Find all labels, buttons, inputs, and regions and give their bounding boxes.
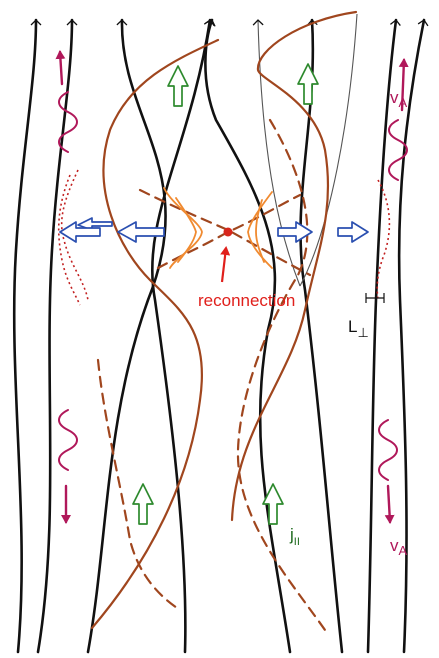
field-line-left-1 — [14, 20, 36, 652]
field-line-center-3 — [205, 20, 290, 652]
alfven-arrow-left-up — [60, 52, 62, 84]
boundary-speckles — [59, 170, 390, 305]
current-lines — [92, 12, 356, 628]
current-arrow-bottom-left — [133, 484, 153, 524]
l-perp-label: L⊥ — [348, 317, 369, 340]
field-line-thin-2 — [300, 14, 357, 286]
current-line-left-solid — [92, 40, 218, 628]
current-lines-dashed — [98, 120, 325, 630]
current-bumps — [164, 188, 272, 268]
reconnection-point-dot-icon — [224, 228, 233, 237]
va-top-label: vA — [390, 88, 408, 110]
va-top-sub: A — [399, 95, 408, 110]
va-bottom-sub: A — [399, 543, 408, 558]
current-arrow-top-left — [168, 66, 188, 106]
field-line-center-4 — [301, 20, 342, 652]
wave-right-bottom — [379, 420, 397, 480]
bump-right-inner — [256, 200, 264, 262]
field-line-left-2 — [38, 20, 72, 652]
wave-left-bottom — [59, 410, 77, 470]
j-parallel-sub: II — [294, 536, 300, 548]
l-perp-sub: ⊥ — [357, 325, 368, 340]
field-line-right-1 — [368, 20, 396, 652]
field-line-thin — [258, 20, 300, 286]
va-bottom-label: vA — [390, 536, 408, 558]
alfven-arrow-right-down — [388, 486, 390, 522]
alfven-arrows — [60, 52, 404, 522]
reconnection-pointer-arrow — [222, 248, 226, 282]
j-parallel-label: jII — [289, 525, 300, 548]
field-line-center-1 — [88, 20, 166, 652]
current-arrow-top-right — [298, 64, 318, 104]
outflow-arrow-right-2 — [338, 222, 368, 242]
field-line-center-2 — [152, 20, 210, 652]
l-perp-main: L — [348, 317, 357, 336]
reconnection-label: reconnection — [198, 291, 295, 310]
